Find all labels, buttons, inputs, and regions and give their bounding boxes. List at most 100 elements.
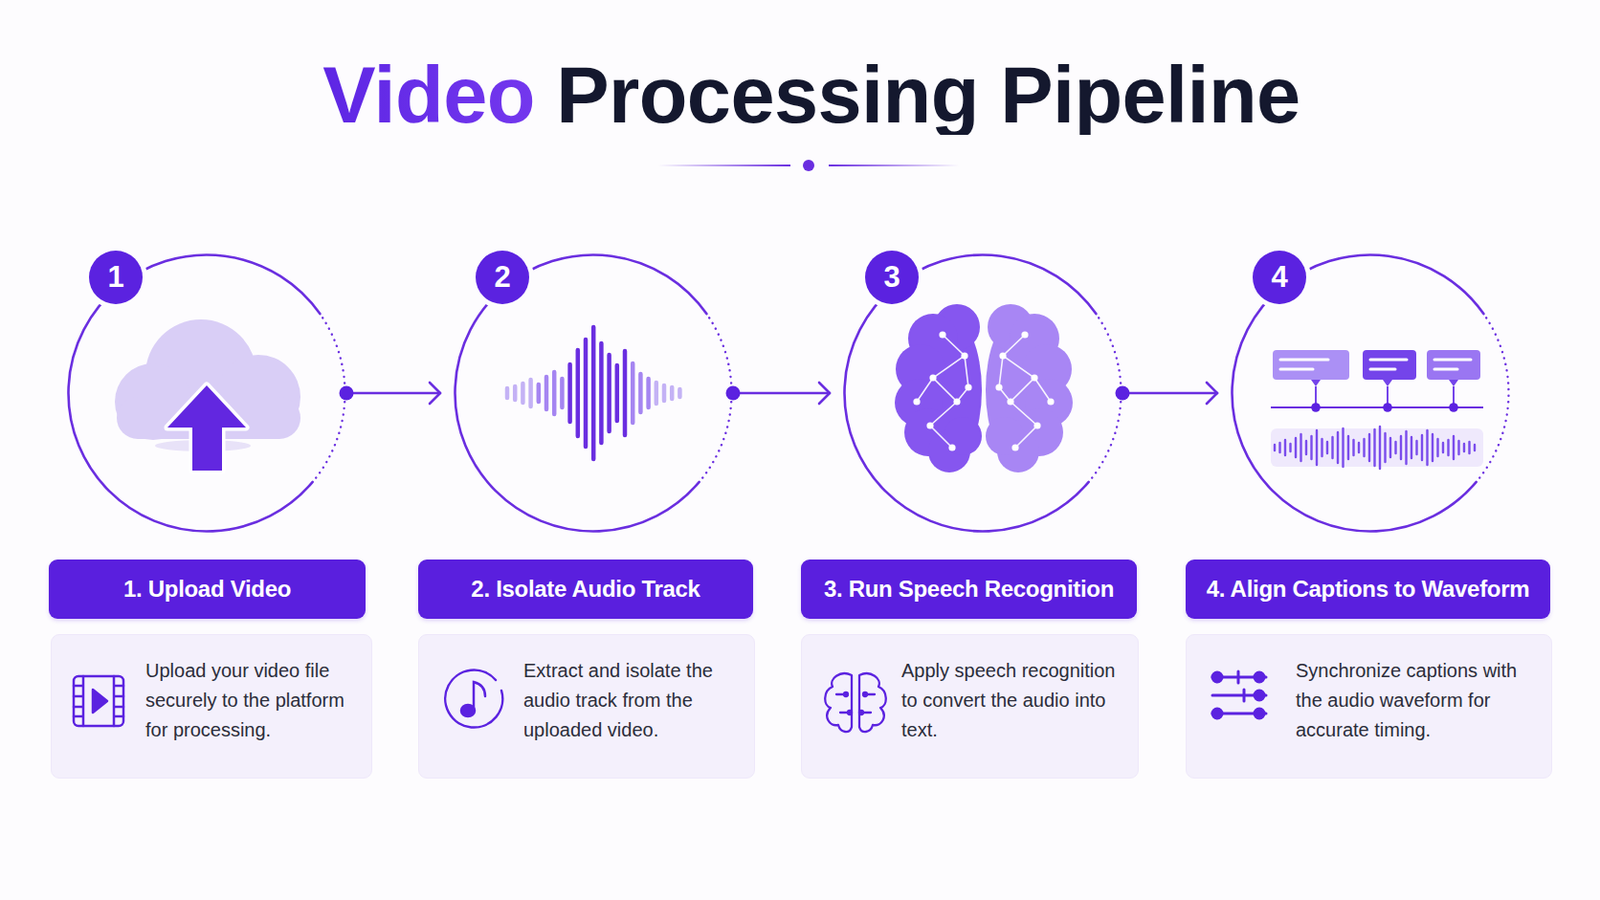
arrow-head <box>429 382 441 404</box>
step-header-text: 2. Isolate Audio Track <box>470 576 700 604</box>
neural-dots <box>912 331 1054 451</box>
title-ornament <box>658 159 959 172</box>
card-text-holder: Extract and isolate the audio track from… <box>523 656 745 746</box>
dot <box>929 374 936 381</box>
lobe <box>1015 408 1064 457</box>
step-header-band: 3. Run Speech Recognition <box>800 559 1137 620</box>
step-header-text: 1. Upload Video <box>123 576 291 604</box>
wave-bars <box>570 327 625 460</box>
waveform <box>1274 426 1475 469</box>
arrow-head <box>819 382 830 404</box>
step-circle: 2 <box>453 253 734 534</box>
audio-waveform <box>507 327 680 460</box>
flow-arrow <box>1115 382 1219 404</box>
brain-illustration <box>894 304 1073 473</box>
card-text-holder: Synchronize captions with the audio wave… <box>1295 656 1542 746</box>
dot <box>938 331 946 338</box>
step-number-badge: 4 <box>1252 250 1307 305</box>
arrow-line <box>733 392 830 396</box>
step-circle: 4 <box>1230 253 1511 534</box>
step-header-band: 2. Isolate Audio Track <box>418 559 754 620</box>
lobe <box>916 315 982 466</box>
dot <box>995 383 1002 391</box>
circle-dotted-arc <box>702 317 733 479</box>
card-text-holder: Apply speech recognition to convert the … <box>901 656 1129 746</box>
dot <box>960 352 968 359</box>
lobe <box>894 378 943 427</box>
step-number-badge: 1 <box>88 250 143 305</box>
dot <box>999 352 1006 359</box>
dot <box>1006 398 1014 405</box>
cloud-upload-icon <box>114 319 301 471</box>
arrow-line <box>346 392 441 396</box>
arrow-start-dot <box>339 386 355 401</box>
lobe <box>928 430 971 473</box>
cloud-bump <box>114 363 192 441</box>
arrow-line <box>1122 392 1218 396</box>
step-number-badge: 3 <box>865 250 919 305</box>
timeline-marker <box>1382 402 1393 413</box>
timeline-marker <box>1311 402 1321 413</box>
lobe <box>895 344 946 395</box>
neural-links <box>916 334 1051 448</box>
dot <box>926 422 934 429</box>
caption-block <box>1426 350 1481 380</box>
cloud <box>114 319 301 441</box>
cloud-bump <box>216 355 301 440</box>
lobe <box>1022 344 1072 395</box>
caption-lines <box>1280 359 1471 370</box>
lobe <box>943 417 982 456</box>
step-header-band: 4. Align Captions to Waveform <box>1185 559 1551 620</box>
step-description-text: Synchronize captions with the audio wave… <box>1295 656 1542 746</box>
caption-pointers <box>1311 379 1459 387</box>
lobe <box>987 304 1034 351</box>
step-description-card: Extract and isolate the audio track from… <box>418 634 756 779</box>
lobe <box>908 313 958 364</box>
circle-dotted-arc <box>1091 317 1122 479</box>
shadow <box>155 440 251 452</box>
ornament-line <box>658 164 791 167</box>
dot <box>1046 398 1054 405</box>
step-description-card: Apply speech recognition to convert the … <box>800 634 1139 779</box>
dot <box>912 398 920 405</box>
brain-right <box>985 304 1073 473</box>
step-circle: 1 <box>66 253 347 534</box>
step-description-card: Synchronize captions with the audio wave… <box>1185 634 1553 779</box>
step-header-band: 1. Upload Video <box>48 559 366 620</box>
lobe <box>985 417 1024 456</box>
arrow-start-dot <box>726 386 741 401</box>
cloud-base <box>116 397 301 440</box>
wave-bars <box>656 382 681 404</box>
step-description-text: Apply speech recognition to convert the … <box>901 656 1129 746</box>
wave-bars <box>538 372 563 415</box>
ornament-dot <box>802 159 815 172</box>
upload-arrow <box>167 385 246 471</box>
lobe <box>985 315 1051 466</box>
arrow-start-dot <box>1115 386 1131 401</box>
wave-bars <box>632 363 648 423</box>
wave-bars <box>507 379 532 407</box>
dot <box>1033 422 1041 429</box>
circle-dotted-arc <box>1479 317 1510 479</box>
lobe <box>904 408 953 457</box>
waveform-band <box>1270 428 1484 467</box>
dot <box>953 398 960 405</box>
dot <box>964 383 972 391</box>
step-description-text: Extract and isolate the audio track from… <box>523 656 745 746</box>
flow-arrow <box>726 382 831 404</box>
step-number-badge: 2 <box>475 250 530 305</box>
dot <box>1021 331 1028 338</box>
card-text-holder: Upload your video file securely to the p… <box>145 656 358 746</box>
step-header-text: 4. Align Captions to Waveform <box>1206 576 1531 604</box>
flow-arrow <box>339 382 442 404</box>
lobe <box>1024 378 1073 427</box>
brain-left <box>894 304 982 473</box>
cloud-bump <box>145 319 257 431</box>
timeline-marker <box>1448 402 1459 413</box>
lobe <box>997 430 1040 473</box>
step-description-text: Upload your video file securely to the p… <box>145 656 358 746</box>
lobe <box>1009 313 1060 364</box>
dot <box>1030 374 1038 381</box>
timeline <box>1270 406 1484 409</box>
